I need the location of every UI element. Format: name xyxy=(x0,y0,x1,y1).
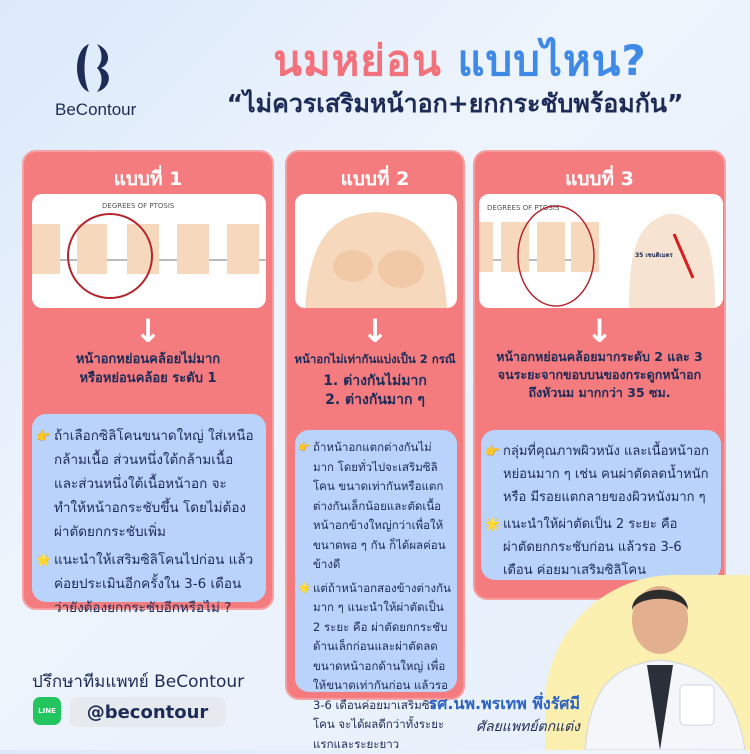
caption-line: หน้าอกหย่อนคล้อยไม่มาก xyxy=(24,350,272,369)
advice-text: กลุ่มที่คุณภาพผิวหนัง และเนื้อหน้าอกหย่อ… xyxy=(503,444,709,505)
uneven-breasts-image xyxy=(295,194,457,308)
caption-line: หน้าอกหย่อนคล้อยมากระดับ 2 และ 3 xyxy=(475,348,724,366)
caption-line: 1. ต่างกันไม่มาก xyxy=(287,372,463,391)
card-type-2: แบบที่ 2 ↓ หน้าอกไม่เท่ากันแบ่งเป็น 2 กร… xyxy=(285,150,465,700)
line-icon[interactable]: LINE xyxy=(33,697,61,725)
title-pink: นมหย่อน xyxy=(273,36,442,85)
doctor-title: ศัลยแพทย์ตกแต่ง xyxy=(390,716,580,738)
advice-text: แนะนำให้เสริมซิลิโคนไปก่อน แล้วค่อยประเม… xyxy=(54,552,253,616)
title-blue: แบบไหน? xyxy=(457,36,646,85)
torso-illustration-icon xyxy=(295,194,457,308)
advice-point: 👉ถ้าเลือกซิลิโคนขนาดใหญ่ ใส่เหนือกล้ามเน… xyxy=(54,424,258,544)
arrow-down-icon: ↓ xyxy=(586,312,613,350)
advice-point: 🌟แนะนำให้เสริมซิลิโคนไปก่อน แล้วค่อยประเ… xyxy=(54,548,258,620)
page-subtitle: “ไม่ควรเสริมหน้าอก+ยกกระชับพร้อมกัน” xyxy=(175,84,735,124)
advice-text: ถ้าหน้าอกแตกต่างกันไม่มาก โดยทั่วไปจะเสร… xyxy=(313,440,446,571)
card-caption: หน้าอกหย่อนคล้อยไม่มาก หรือหย่อนคล้อย ระ… xyxy=(24,350,272,388)
advice-text: ถ้าเลือกซิลิโคนขนาดใหญ่ ใส่เหนือกล้ามเนื… xyxy=(54,428,254,540)
card-caption: หน้าอกหย่อนคล้อยมากระดับ 2 และ 3 จนระยะจ… xyxy=(475,348,724,402)
advice-box: 👉ถ้าหน้าอกแตกต่างกันไม่มาก โดยทั่วไปจะเส… xyxy=(295,430,457,692)
card-title: แบบที่ 3 xyxy=(475,164,724,194)
caption-line: จนระยะจากขอบบนของกระดูกหน้าอก xyxy=(475,366,724,384)
ptosis-measure-image: DEGREES OF PTOSIS 35 เซนติเมตร xyxy=(479,194,723,308)
card-type-1: แบบที่ 1 DEGREES OF PTOSIS ↓ หน้าอกหย่อน… xyxy=(22,150,274,610)
card-title: แบบที่ 2 xyxy=(287,164,463,194)
pointing-hand-icon: 👉 xyxy=(36,424,51,448)
brand-name: BeContour xyxy=(55,100,135,120)
line-handle-link[interactable]: @becontour xyxy=(70,697,225,727)
ptosis-degrees-image: DEGREES OF PTOSIS xyxy=(32,194,266,308)
image-label: DEGREES OF PTOSIS xyxy=(487,204,559,212)
doctor-photo xyxy=(575,565,750,750)
advice-point: 👉กลุ่มที่คุณภาพผิวหนัง และเนื้อหน้าอกหย่… xyxy=(503,440,713,509)
star-icon: 🌟 xyxy=(36,548,51,572)
line-icon-label: LINE xyxy=(38,707,56,715)
card-caption: หน้าอกไม่เท่ากันแบ่งเป็น 2 กรณี 1. ต่างก… xyxy=(287,350,463,410)
image-label: DEGREES OF PTOSIS xyxy=(102,202,174,210)
card-type-3: แบบที่ 3 DEGREES OF PTOSIS 35 เซนติเมตร … xyxy=(473,150,726,600)
star-icon: 🌟 xyxy=(298,579,310,599)
caption-line: 2. ต่างกันมาก ๆ xyxy=(287,391,463,410)
becontour-logo: BeContour xyxy=(55,40,135,120)
arrow-down-icon: ↓ xyxy=(135,312,162,350)
caption-line: ถึงหัวนม มากกว่า 35 ซม. xyxy=(475,384,724,402)
pointing-hand-icon: 👉 xyxy=(485,440,500,463)
caption-line: หรือหย่อนคล้อย ระดับ 1 xyxy=(24,369,272,388)
advice-point: 👉ถ้าหน้าอกแตกต่างกันไม่มาก โดยทั่วไปจะเส… xyxy=(313,438,451,575)
caption-line: หน้าอกไม่เท่ากันแบ่งเป็น 2 กรณี xyxy=(287,350,463,369)
ptosis-illustration-icon xyxy=(32,194,266,308)
advice-box: 👉ถ้าเลือกซิลิโคนขนาดใหญ่ ใส่เหนือกล้ามเน… xyxy=(32,414,266,602)
consult-text: ปรึกษาทีมแพทย์ BeContour xyxy=(32,668,244,695)
star-icon: 🌟 xyxy=(485,513,500,536)
pointing-hand-icon: 👉 xyxy=(298,438,310,458)
measure-label: 35 เซนติเมตร xyxy=(635,250,673,260)
doctor-name: รศ.นพ.พรเทพ พึ่งรัศมี xyxy=(390,692,580,717)
advice-box: 👉กลุ่มที่คุณภาพผิวหนัง และเนื้อหน้าอกหย่… xyxy=(481,430,721,580)
logo-mark-icon xyxy=(67,40,123,96)
card-title: แบบที่ 1 xyxy=(24,164,272,194)
arrow-down-icon: ↓ xyxy=(362,312,389,350)
